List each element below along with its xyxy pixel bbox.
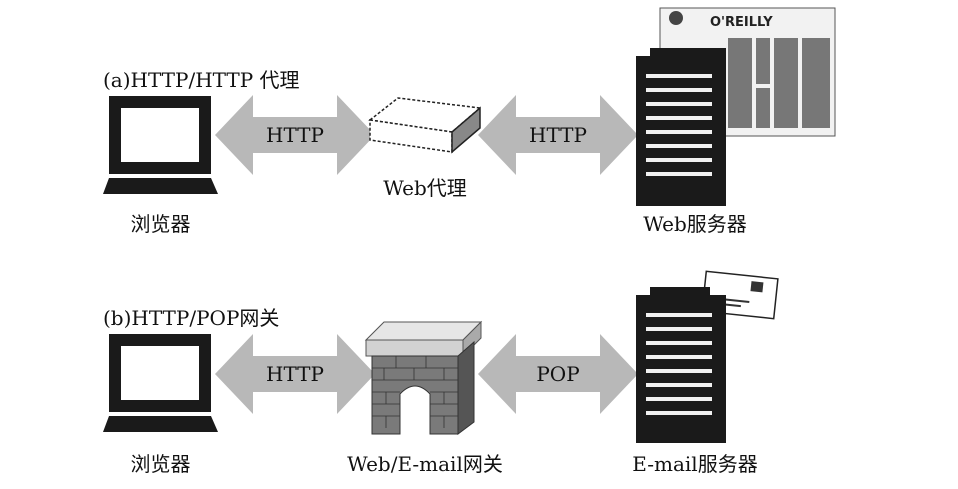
monitor-icon — [103, 96, 218, 194]
email-server-icon — [636, 270, 779, 443]
section-a-title: (a)HTTP/HTTP 代理 — [103, 68, 300, 92]
arrow-a1-label: HTTP — [266, 123, 324, 147]
email-server-label: E-mail服务器 — [632, 452, 758, 476]
http-arrow-b1: HTTP — [215, 334, 375, 414]
arrow-b1-label: HTTP — [266, 362, 324, 386]
browser-label-b: 浏览器 — [130, 452, 191, 476]
arrow-a2-label: HTTP — [529, 123, 587, 147]
browser-label-a: 浏览器 — [130, 212, 191, 236]
oreilly-logo: O'REILLY — [710, 15, 773, 30]
proxy-label: Web代理 — [383, 176, 467, 200]
monitor-icon — [103, 334, 218, 432]
http-arrow-a2: HTTP — [478, 95, 638, 175]
http-arrow-a1: HTTP — [215, 95, 375, 175]
proxy-box-icon — [368, 97, 482, 154]
gateway-label: Web/E-mail网关 — [347, 452, 503, 476]
gateway-arch-icon — [364, 320, 483, 435]
web-server-label: Web服务器 — [643, 212, 747, 236]
section-b-title: (b)HTTP/POP网关 — [103, 306, 280, 330]
arrow-b2-label: POP — [536, 362, 579, 386]
pop-arrow-b2: POP — [478, 334, 638, 414]
web-server-icon: O'REILLY — [636, 7, 836, 206]
